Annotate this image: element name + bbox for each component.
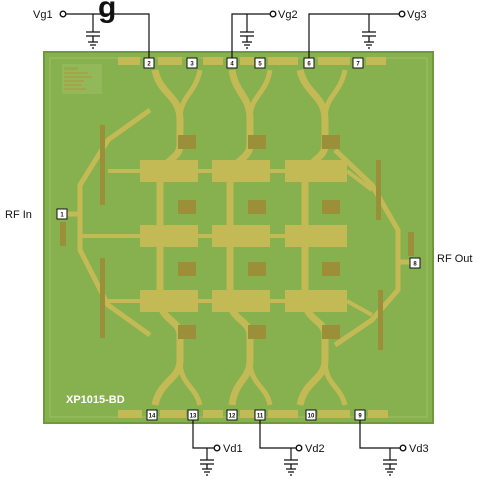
heading-fragment: g <box>98 0 116 24</box>
pad-5 <box>254 57 266 69</box>
stage-1 <box>140 69 203 406</box>
pad-12 <box>226 409 238 421</box>
vg3-terminal <box>398 10 406 18</box>
vd2-label: Vd2 <box>305 443 325 455</box>
pad-8 <box>409 257 421 269</box>
vg2-label: Vg2 <box>278 9 298 21</box>
wiring <box>66 13 400 460</box>
pad-6-label: 6 <box>307 62 311 68</box>
pad-10 <box>305 409 317 421</box>
vg1-label: Vg1 <box>33 9 53 21</box>
pad-6 <box>303 57 315 69</box>
top-pad-row <box>118 57 386 65</box>
pad-5-label: 5 <box>258 62 262 68</box>
pad-11 <box>254 409 266 421</box>
bond-pads: 2 3 4 5 6 7 1 8 14 13 12 11 10 9 <box>56 57 421 421</box>
vd1-terminal <box>213 444 221 452</box>
pad-1 <box>56 208 68 220</box>
pad-9 <box>354 409 366 421</box>
bottom-pad-row <box>118 410 388 418</box>
pad-2-label: 2 <box>147 62 151 68</box>
die-marking <box>62 64 102 94</box>
pad-1-label: 1 <box>60 213 64 219</box>
part-number: XP1015-BD <box>66 394 125 406</box>
vd3-label: Vd3 <box>409 443 429 455</box>
vd1-label: Vd1 <box>223 443 243 455</box>
pad-13 <box>187 409 199 421</box>
pad-13-label: 13 <box>190 414 197 420</box>
pad-7 <box>352 57 364 69</box>
vg1-terminal <box>59 10 67 18</box>
bypass-capacitors <box>86 31 397 476</box>
rf-lines <box>62 107 415 348</box>
pad-2 <box>143 57 155 69</box>
pad-14-label: 14 <box>149 414 156 420</box>
pad-14 <box>146 409 158 421</box>
rf-coupler-bars <box>60 125 414 350</box>
die-seal-ring <box>49 57 428 418</box>
rf-out-label: RF Out <box>437 253 472 265</box>
vd3-terminal <box>399 444 407 452</box>
pad-7-label: 7 <box>356 62 360 68</box>
pad-4 <box>226 57 238 69</box>
pad-9-label: 9 <box>358 414 362 420</box>
pad-3-label: 3 <box>190 62 194 68</box>
vg2-terminal <box>269 10 277 18</box>
vg3-label: Vg3 <box>407 9 427 21</box>
pad-4-label: 4 <box>230 62 234 68</box>
pad-10-label: 10 <box>308 414 315 420</box>
interstage-links <box>82 169 374 317</box>
pad-8-label: 8 <box>413 262 417 268</box>
pad-3 <box>186 57 198 69</box>
vd2-terminal <box>295 444 303 452</box>
terminals <box>59 10 407 452</box>
stage-3 <box>285 68 348 406</box>
pad-12-label: 12 <box>229 414 236 420</box>
stage-2 <box>212 69 273 406</box>
rf-in-label: RF In <box>5 209 32 221</box>
pad-11-label: 11 <box>257 414 264 420</box>
